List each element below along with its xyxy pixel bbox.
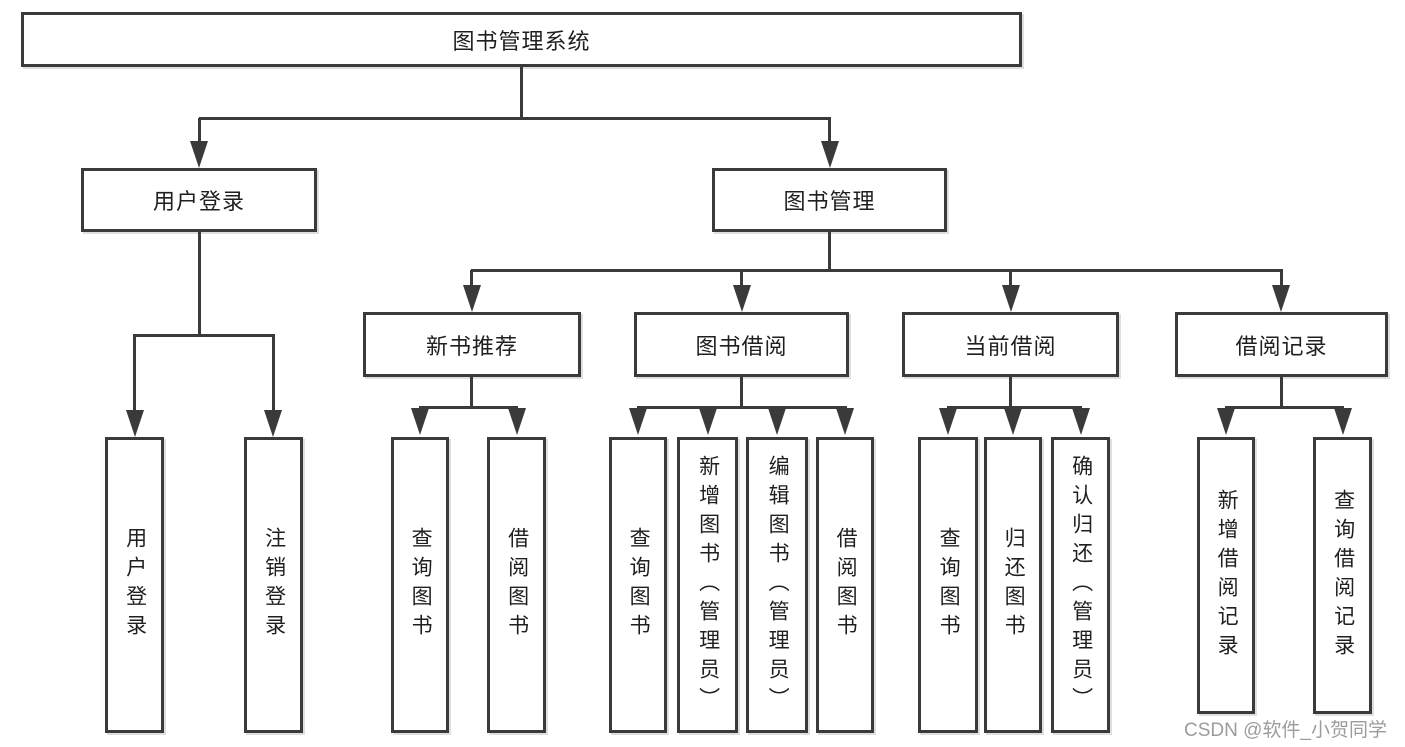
leaf-borrow-book-recommend: 借阅图书 bbox=[487, 437, 546, 733]
leaf-label: 编辑图书（管理员） bbox=[766, 454, 790, 716]
connector-line bbox=[198, 232, 201, 335]
connector-line bbox=[272, 335, 275, 411]
node-label: 图书管理 bbox=[783, 189, 876, 214]
node-label: 图书借阅 bbox=[695, 333, 788, 359]
node-book-borrow: 图书借阅 bbox=[634, 312, 849, 377]
leaf-label: 查询借阅记录 bbox=[1331, 488, 1355, 663]
connector-line bbox=[470, 377, 473, 408]
connector-line bbox=[828, 118, 831, 144]
arrow-down-icon bbox=[508, 408, 526, 435]
leaf-query-borrow-record: 查询借阅记录 bbox=[1313, 437, 1372, 714]
leaf-edit-book-admin: 编辑图书（管理员） bbox=[746, 437, 808, 733]
connector-line bbox=[828, 232, 831, 270]
arrow-down-icon bbox=[821, 141, 839, 168]
connector-line bbox=[520, 67, 523, 118]
connector-line bbox=[470, 270, 473, 285]
connector-line bbox=[419, 406, 518, 409]
leaf-add-book-admin: 新增图书（管理员） bbox=[677, 437, 738, 733]
node-user-login: 用户登录 bbox=[81, 168, 317, 232]
connector-line bbox=[1009, 270, 1012, 285]
leaf-user-login: 用户登录 bbox=[105, 437, 164, 733]
node-current-borrow: 当前借阅 bbox=[902, 312, 1119, 377]
arrow-down-icon bbox=[1272, 285, 1290, 312]
node-label: 用户登录 bbox=[152, 189, 245, 214]
arrow-down-icon bbox=[190, 141, 208, 168]
node-label: 图书管理系统 bbox=[452, 28, 591, 54]
watermark: CSDN @软件_小贺同学 bbox=[1184, 720, 1387, 741]
connector-line bbox=[637, 406, 847, 409]
connector-line bbox=[1009, 377, 1012, 408]
connector-line bbox=[133, 334, 275, 337]
leaf-logout: 注销登录 bbox=[244, 437, 303, 733]
node-new-book-recommend: 新书推荐 bbox=[363, 312, 581, 377]
leaf-label: 借阅图书 bbox=[834, 527, 858, 643]
leaf-label: 归还图书 bbox=[1002, 527, 1026, 643]
connector-line bbox=[199, 117, 831, 120]
connector-line bbox=[947, 406, 1082, 409]
arrow-down-icon bbox=[939, 408, 957, 435]
leaf-label: 借阅图书 bbox=[505, 527, 529, 643]
arrow-down-icon bbox=[836, 408, 854, 435]
connector-line bbox=[740, 270, 743, 285]
connector-line bbox=[471, 269, 1283, 272]
leaf-label: 新增图书（管理员） bbox=[696, 454, 720, 716]
leaf-label: 查询图书 bbox=[627, 527, 651, 643]
leaf-query-book-recommend: 查询图书 bbox=[391, 437, 449, 733]
node-label: 借阅记录 bbox=[1235, 333, 1328, 359]
connector-line bbox=[133, 335, 136, 411]
arrow-down-icon bbox=[463, 285, 481, 312]
leaf-borrow-book: 借阅图书 bbox=[816, 437, 874, 733]
arrow-down-icon bbox=[1217, 408, 1235, 435]
arrow-down-icon bbox=[126, 410, 144, 437]
connector-line bbox=[1225, 406, 1344, 409]
node-label: 当前借阅 bbox=[964, 333, 1057, 359]
connector-line bbox=[1280, 270, 1283, 285]
leaf-add-borrow-record: 新增借阅记录 bbox=[1197, 437, 1255, 714]
arrow-down-icon bbox=[1004, 408, 1022, 435]
leaf-return-book: 归还图书 bbox=[984, 437, 1042, 733]
leaf-query-book-current: 查询图书 bbox=[918, 437, 978, 733]
connector-line bbox=[740, 377, 743, 408]
node-library-management-system: 图书管理系统 bbox=[21, 12, 1022, 67]
arrow-down-icon bbox=[768, 408, 786, 435]
leaf-label: 注销登录 bbox=[262, 527, 286, 643]
leaf-label: 查询图书 bbox=[937, 527, 961, 643]
node-label: 新书推荐 bbox=[425, 333, 518, 359]
arrow-down-icon bbox=[699, 408, 717, 435]
arrow-down-icon bbox=[1072, 408, 1090, 435]
arrow-down-icon bbox=[629, 408, 647, 435]
connector-line bbox=[198, 118, 201, 144]
leaf-confirm-return-admin: 确认归还（管理员） bbox=[1051, 437, 1110, 733]
leaf-label: 确认归还（管理员） bbox=[1069, 454, 1093, 716]
arrow-down-icon bbox=[264, 410, 282, 437]
leaf-query-book-borrow: 查询图书 bbox=[609, 437, 667, 733]
leaf-label: 查询图书 bbox=[409, 527, 433, 643]
arrow-down-icon bbox=[1334, 408, 1352, 435]
arrow-down-icon bbox=[733, 285, 751, 312]
node-borrow-record: 借阅记录 bbox=[1175, 312, 1388, 377]
connector-line bbox=[1280, 377, 1283, 408]
leaf-label: 用户登录 bbox=[123, 527, 147, 643]
arrow-down-icon bbox=[1002, 285, 1020, 312]
leaf-label: 新增借阅记录 bbox=[1215, 488, 1239, 663]
node-book-management: 图书管理 bbox=[712, 168, 947, 232]
arrow-down-icon bbox=[411, 408, 429, 435]
